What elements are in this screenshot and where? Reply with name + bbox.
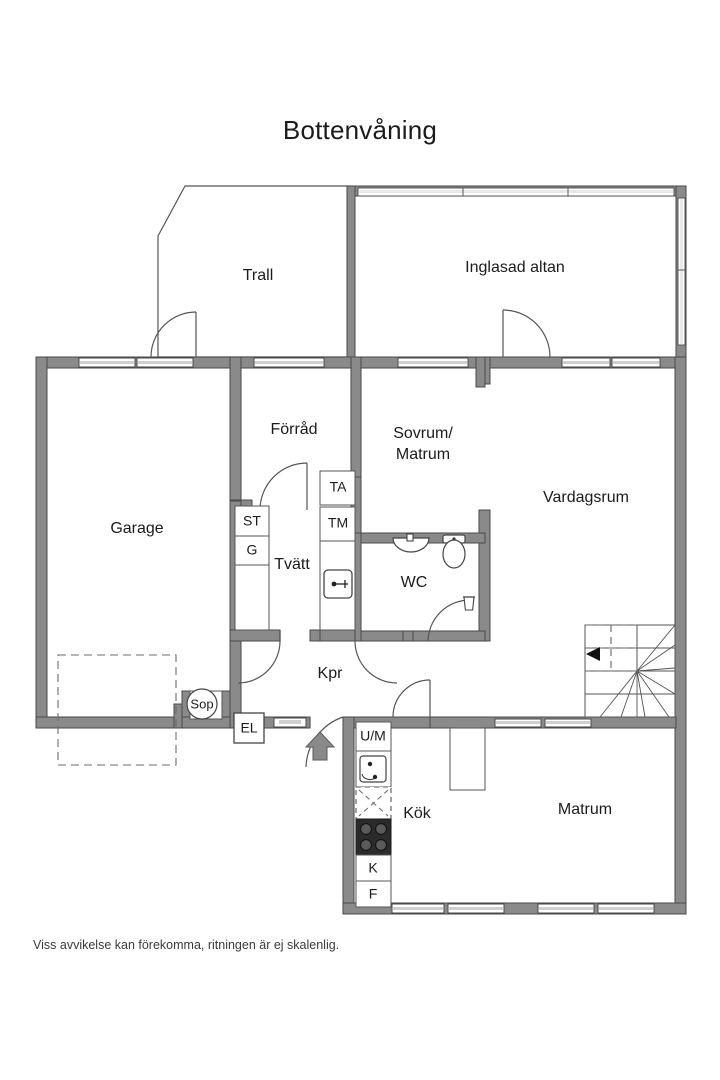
garage-door-outline (57, 654, 177, 766)
windows (78, 187, 686, 914)
room-label-tvatt: Tvätt (274, 556, 310, 573)
kitchen-units (355, 721, 392, 908)
wc-fixtures (392, 533, 475, 611)
fixture-label-ta: TA (330, 479, 348, 495)
dishwasher-icon (355, 786, 392, 820)
stair-direction-arrow (586, 647, 600, 661)
room-label-inglasad-altan: Inglasad altan (465, 259, 565, 276)
room-label-vardagsrum: Vardagsrum (543, 489, 629, 506)
fixture-labels: TA TM ST G Sop EL U/M K F (190, 479, 385, 902)
room-label-sovrum: Sovrum/ (393, 425, 453, 442)
fixture-label-g: G (247, 542, 258, 558)
sop-bin-icon (186, 688, 223, 720)
fixture-label-f: F (369, 886, 378, 902)
room-label-sovrum-2: Matrum (396, 446, 450, 463)
disclaimer-text: Viss avvikelse kan förekomma, ritningen … (33, 938, 340, 952)
fixture-label-k: K (368, 860, 378, 876)
fixture-label-tm: TM (328, 515, 348, 531)
room-label-trall: Trall (243, 267, 274, 284)
room-label-kok: Kök (403, 805, 432, 822)
fixture-label-um: U/M (360, 728, 386, 744)
laundry-sink-icon (323, 569, 353, 599)
appliances-ta-tm (319, 470, 356, 631)
room-label-forrad: Förråd (270, 420, 317, 438)
kitchen-sink-icon (359, 755, 387, 783)
closets-st-g (234, 505, 270, 631)
winder-staircase (584, 624, 676, 718)
entrance-arrow (304, 731, 336, 761)
room-labels: Trall Inglasad altan Garage Förråd Sovru… (110, 259, 629, 822)
room-label-wc: WC (401, 574, 428, 591)
room-label-matrum: Matrum (558, 801, 612, 818)
fixture-label-el: EL (240, 720, 257, 736)
stove-icon (355, 818, 392, 856)
matrum-counter (449, 727, 486, 791)
fixture-label-sop: Sop (190, 696, 213, 711)
page-title: Bottenvåning (282, 115, 438, 145)
el-box (233, 712, 265, 744)
room-label-kpr: Kpr (318, 665, 344, 682)
fixture-label-st: ST (243, 513, 261, 529)
inglasad-altan-area (350, 186, 686, 357)
room-label-garage: Garage (110, 520, 163, 537)
